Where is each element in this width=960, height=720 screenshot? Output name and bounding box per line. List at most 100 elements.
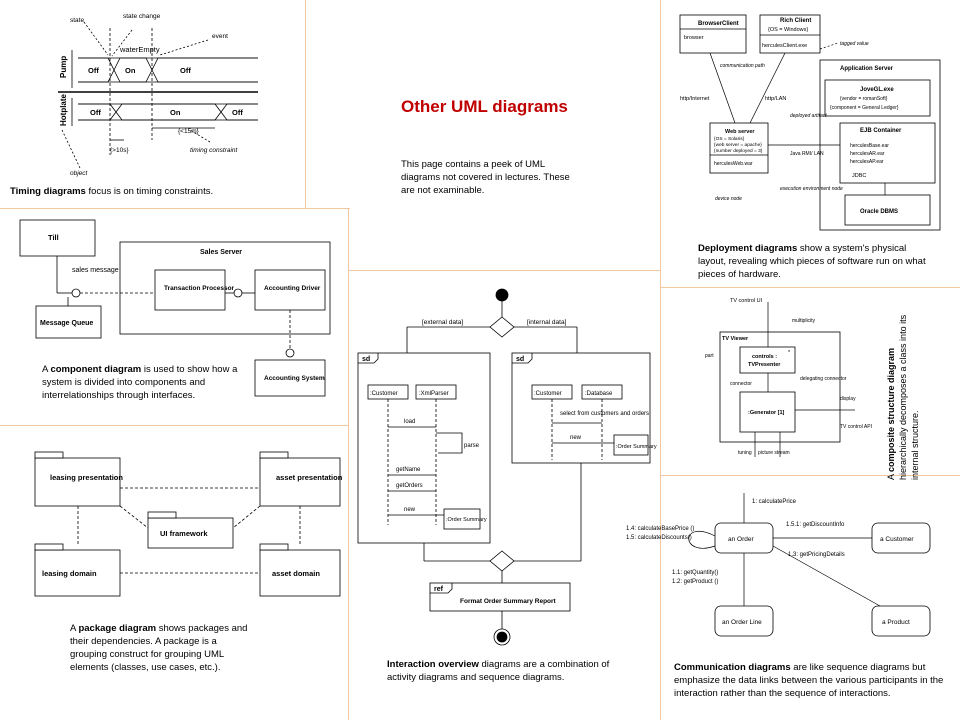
sd-label: sd <box>362 356 370 363</box>
calculate-price-label: 1: calculatePrice <box>752 499 797 505</box>
database-label: :Database <box>585 391 613 397</box>
controls-label: controls : <box>752 354 777 360</box>
asset-domain-label: asset domain <box>272 569 320 578</box>
asset-presentation-label: asset presentation <box>276 473 343 482</box>
accounting-driver-label: Accounting Driver <box>264 285 321 292</box>
pump-label: Pump <box>59 56 68 78</box>
divider <box>660 475 960 476</box>
tv-control-ui-label: TV control UI <box>730 298 763 304</box>
accounting-system-label: Accounting System <box>264 375 325 382</box>
package-caption-bold: package diagram <box>78 623 157 634</box>
get-product-label: 1.2: getProduct () <box>672 579 718 585</box>
customer-label: :Customer <box>534 391 562 397</box>
on-label: On <box>125 66 136 75</box>
tv-presenter-label: TVPresenter <box>748 362 781 368</box>
component-caption-text: is used to show how a system is divided … <box>42 364 238 401</box>
package-diagram: leasing presentation asset presentation … <box>34 451 343 597</box>
off-label: Off <box>232 108 243 117</box>
get-name-label: getName <box>396 467 421 473</box>
divider <box>0 208 350 209</box>
oracle-label: Oracle DBMS <box>860 209 898 215</box>
timing-diagram: state state change event waterEmpty Pump… <box>58 13 258 177</box>
tuning-label: tuning <box>738 450 752 456</box>
divider <box>305 0 306 208</box>
tv-control-api-label: TV control API <box>840 424 872 430</box>
a-customer-label: a Customer <box>880 536 914 543</box>
picture-stream-label: picture stream <box>758 450 790 456</box>
number-deployed-label: {number deployed = 3} <box>714 148 763 154</box>
composite-structure-diagram: TV control UI multiplicity TV Viewer par… <box>705 298 872 457</box>
sales-message-label: sales message <box>72 267 119 274</box>
get-discount-info-label: 1.5.1: getDiscountInfo <box>786 522 845 528</box>
interaction-caption: Interaction overview diagrams are a comb… <box>387 658 632 684</box>
timing-caption-bold: Timing diagrams <box>10 186 86 197</box>
divider <box>348 208 349 720</box>
sd-label: sd <box>516 356 524 363</box>
divider <box>348 270 660 271</box>
object-label: object <box>70 170 89 177</box>
xmlparser-label: :XmlParser <box>419 391 449 397</box>
composite-caption: A composite structure diagram hierarchic… <box>885 295 921 480</box>
timing-constraint-label: timing constraint <box>190 147 239 154</box>
leasing-presentation-label: leasing presentation <box>50 473 123 482</box>
component-caption-pre: A <box>42 364 51 375</box>
web-server-apache-label: {web server = apache} <box>714 142 762 148</box>
sales-server-label: Sales Server <box>200 249 242 256</box>
an-order-label: an Order <box>728 536 754 543</box>
http-lan-label: http/LAN <box>765 96 786 102</box>
communication-caption: Communication diagrams are like sequence… <box>674 661 954 700</box>
component-caption: A component diagram is used to show how … <box>42 363 252 402</box>
vendor-label: {vendor = romanSoft} <box>840 96 888 102</box>
os-windows-label: {OS = Windows} <box>768 27 808 33</box>
divider <box>660 287 960 288</box>
hotplate-label: Hotplate <box>59 93 68 126</box>
an-order-line-label: an Order Line <box>722 619 762 626</box>
web-server-label: Web server <box>725 129 755 135</box>
interaction-caption-bold: Interaction overview <box>387 659 479 670</box>
get-pricing-details-label: 1.3: getPricingDetails <box>788 552 845 558</box>
divider <box>0 425 348 426</box>
water-empty-label: waterEmpty <box>119 45 160 54</box>
parse-label: parse <box>464 443 480 449</box>
load-label: load <box>404 419 415 425</box>
multiplicity-label: multiplicity <box>792 318 816 324</box>
leasing-domain-label: leasing domain <box>42 569 97 578</box>
tagged-value-label: tagged value <box>840 41 869 47</box>
state-change-label: state change <box>123 13 161 20</box>
multiplicity-star: * <box>788 350 791 356</box>
hercules-client-label: herculesClient.exe <box>762 43 807 49</box>
internal-data-label: [internal data] <box>527 319 567 326</box>
component-caption-bold: component diagram <box>50 364 142 375</box>
state-label: state <box>70 17 84 24</box>
deployed-artifact-label: deployed artifact <box>790 113 827 119</box>
gt10s-label: {>10s} <box>110 147 129 154</box>
communication-path-label: communication path <box>720 63 765 69</box>
package-caption-text: shows packages and their dependencies. A… <box>70 623 248 673</box>
hercules-ap-label: herculesAP.ear <box>850 159 884 165</box>
component-gl-label: {component = General Ledger} <box>830 105 899 111</box>
hercules-ar-label: herculesAR.ear <box>850 151 885 157</box>
generator-label: :Generator [1] <box>748 410 785 416</box>
timing-caption: Timing diagrams focus is on timing const… <box>10 185 300 198</box>
rich-client-label: Rich Client <box>780 18 811 24</box>
message-queue-label: Message Queue <box>40 320 93 327</box>
new-label: new <box>570 435 582 441</box>
interaction-caption-text: diagrams are a combination of activity d… <box>387 659 610 683</box>
event-label: event <box>212 33 228 40</box>
ejb-container-label: EJB Container <box>860 128 902 134</box>
till-label: Till <box>48 233 59 242</box>
deployment-caption-bold: Deployment diagrams <box>698 243 798 254</box>
browser-client-label: BrowserClient <box>698 21 739 27</box>
jove-gl-label: JoveGL.exe <box>860 87 894 93</box>
calculate-discounts-label: 1.5: calculateDiscounts() <box>626 535 692 541</box>
os-solaris-label: {OS = Solaris} <box>714 136 745 142</box>
format-report-label: Format Order Summary Report <box>460 598 557 605</box>
http-internet-label: http/Internet <box>680 96 710 102</box>
ref-label: ref <box>434 586 444 593</box>
a-product-label: a Product <box>882 619 910 626</box>
jdbc-label: JDBC <box>852 173 866 179</box>
intro-text: This page contains a peek of UML diagram… <box>401 159 570 196</box>
on-label: On <box>170 108 181 117</box>
customer-label: :Customer <box>370 391 398 397</box>
package-caption-pre: A <box>70 623 79 634</box>
